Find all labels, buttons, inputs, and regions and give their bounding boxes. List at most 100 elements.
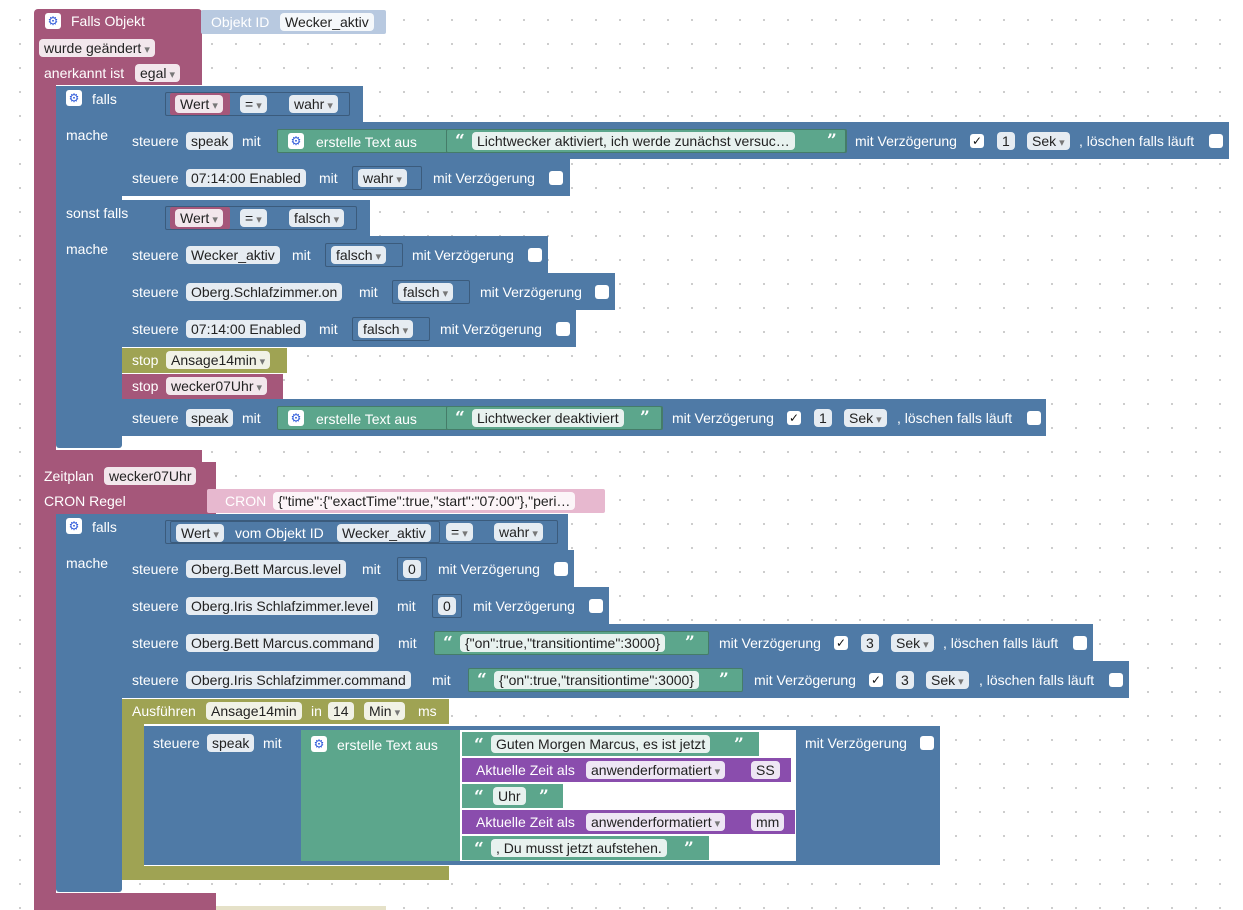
- value-dropdown[interactable]: Wert: [176, 524, 224, 542]
- schedule-dropdown[interactable]: wecker07Uhr: [166, 377, 268, 395]
- text-literal-block[interactable]: “ Uhr ”: [462, 784, 563, 808]
- number-field[interactable]: 0: [403, 560, 421, 578]
- checkbox-delay[interactable]: [528, 248, 542, 262]
- unit-dropdown[interactable]: Sek: [844, 409, 887, 427]
- number-block[interactable]: 0: [432, 594, 462, 618]
- checkbox-clear[interactable]: [1209, 134, 1223, 148]
- bool-dropdown[interactable]: wahr: [289, 95, 338, 113]
- text-field[interactable]: Guten Morgen Marcus, es ist jetzt: [491, 735, 711, 753]
- bool-block[interactable]: wahr: [352, 166, 422, 190]
- object-id-field[interactable]: Wecker_aktiv: [280, 13, 374, 31]
- target-field[interactable]: speak: [207, 734, 255, 752]
- bool-dropdown[interactable]: falsch: [331, 246, 387, 264]
- checkbox-delay[interactable]: [589, 599, 603, 613]
- text-join-block[interactable]: ⚙ erstelle Text aus “ Lichtwecker deakti…: [277, 406, 663, 430]
- target-field[interactable]: 07:14:00 Enabled: [186, 169, 306, 187]
- target-field[interactable]: Oberg.Bett Marcus.level: [186, 560, 347, 578]
- object-id-block[interactable]: Objekt ID Wecker_aktiv: [201, 10, 386, 34]
- checkbox-delay[interactable]: ✓: [834, 636, 848, 650]
- checkbox-delay[interactable]: [920, 736, 934, 750]
- value-dropdown[interactable]: Wert: [175, 95, 223, 113]
- text-literal-block[interactable]: “ {"on":true,"transitiontime":3000} ”: [468, 668, 743, 692]
- control-block[interactable]: steuere 07:14:00 Enabled mit falsch mit …: [122, 310, 576, 347]
- text-field[interactable]: {"on":true,"transitiontime":3000}: [494, 671, 699, 689]
- target-field[interactable]: 07:14:00 Enabled: [186, 320, 306, 338]
- text-field[interactable]: {"on":true,"transitiontime":3000}: [460, 634, 665, 652]
- bool-dropdown[interactable]: falsch: [358, 320, 414, 338]
- control-block[interactable]: steuere Oberg.Iris Schlafzimmer.command …: [122, 661, 1129, 698]
- delay-field[interactable]: 1: [814, 409, 832, 427]
- control-block[interactable]: steuere Wecker_aktiv mit falsch mit Verz…: [122, 236, 548, 273]
- target-field[interactable]: speak: [186, 132, 234, 150]
- text-join-block[interactable]: ⚙ erstelle Text aus “ Lichtwecker aktivi…: [277, 129, 847, 153]
- current-time-block[interactable]: Aktuelle Zeit als anwenderformatiert SS: [462, 758, 791, 782]
- time-pattern-field[interactable]: SS: [751, 761, 780, 779]
- operator-dropdown[interactable]: =: [240, 209, 267, 227]
- control-block[interactable]: steuere 07:14:00 Enabled mit wahr mit Ve…: [122, 159, 570, 196]
- checkbox-delay[interactable]: [549, 171, 563, 185]
- target-field[interactable]: Oberg.Iris Schlafzimmer.command: [186, 671, 411, 689]
- checkbox-delay[interactable]: ✓: [787, 411, 801, 425]
- gear-icon[interactable]: ⚙: [288, 410, 304, 426]
- target-field[interactable]: Oberg.Iris Schlafzimmer.level: [186, 597, 379, 615]
- time-format-dropdown[interactable]: anwenderformatiert: [586, 761, 726, 779]
- bool-block[interactable]: falsch: [325, 243, 403, 267]
- target-field[interactable]: Oberg.Bett Marcus.command: [186, 634, 379, 652]
- operator-dropdown[interactable]: =: [240, 95, 267, 113]
- gear-icon[interactable]: ⚙: [45, 13, 61, 29]
- value-block[interactable]: Wert: [170, 207, 230, 229]
- control-block[interactable]: steuere Oberg.Bett Marcus.command mit “ …: [122, 624, 1093, 661]
- timeout-value-field[interactable]: 14: [328, 702, 354, 720]
- unit-dropdown[interactable]: Sek: [1027, 132, 1070, 150]
- text-field[interactable]: Lichtwecker deaktiviert: [472, 409, 624, 427]
- current-time-block[interactable]: Aktuelle Zeit als anwenderformatiert mm: [462, 810, 795, 834]
- checkbox-clear[interactable]: [1109, 673, 1123, 687]
- text-field[interactable]: , Du musst jetzt aufstehen.: [491, 839, 667, 857]
- text-literal-block[interactable]: “ {"on":true,"transitiontime":3000} ”: [434, 631, 709, 655]
- checkbox-delay[interactable]: [595, 285, 609, 299]
- bool-dropdown[interactable]: falsch: [398, 283, 454, 301]
- bool-block[interactable]: falsch: [392, 280, 470, 304]
- timeout-name-field[interactable]: Ansage14min: [206, 702, 302, 720]
- checkbox-clear[interactable]: [1073, 636, 1087, 650]
- object-id-field[interactable]: Wecker_aktiv: [337, 524, 431, 542]
- value-block[interactable]: Wert: [170, 93, 230, 115]
- checkbox-delay[interactable]: [554, 562, 568, 576]
- control-block[interactable]: steuere Oberg.Schlafzimmer.on mit falsch…: [122, 273, 615, 310]
- gear-icon[interactable]: ⚙: [311, 736, 327, 752]
- control-block[interactable]: steuere Oberg.Iris Schlafzimmer.level mi…: [122, 587, 609, 624]
- target-field[interactable]: speak: [186, 409, 234, 427]
- delay-field[interactable]: 1: [997, 132, 1015, 150]
- text-literal-block[interactable]: “ , Du musst jetzt aufstehen. ”: [462, 836, 709, 860]
- text-field[interactable]: Uhr: [493, 787, 526, 805]
- text-literal-block[interactable]: “ Lichtwecker deaktiviert ”: [446, 406, 662, 430]
- timeout-dropdown[interactable]: Ansage14min: [166, 351, 271, 369]
- condition-block[interactable]: Wert = falsch: [165, 206, 357, 230]
- value-of-object-block[interactable]: Wert vom Objekt ID Wecker_aktiv: [170, 521, 440, 543]
- if-block-1[interactable]: [56, 86, 122, 448]
- condition-block[interactable]: Wert vom Objekt ID Wecker_aktiv = wahr: [165, 520, 558, 544]
- ack-dropdown[interactable]: egal: [135, 64, 181, 82]
- value-dropdown[interactable]: Wert: [175, 209, 223, 227]
- control-block[interactable]: steuere Oberg.Bett Marcus.level mit 0 mi…: [122, 550, 574, 587]
- stop-schedule-block[interactable]: stop wecker07Uhr: [122, 374, 283, 399]
- if-block-2[interactable]: [56, 514, 122, 892]
- bool-dropdown[interactable]: falsch: [289, 209, 345, 227]
- schedule-name-field[interactable]: wecker07Uhr: [104, 467, 197, 485]
- unit-dropdown[interactable]: Sek: [926, 671, 969, 689]
- text-join-block[interactable]: ⚙ erstelle Text aus: [301, 730, 460, 861]
- number-block[interactable]: 0: [397, 557, 427, 581]
- number-field[interactable]: 0: [438, 597, 456, 615]
- gear-icon[interactable]: ⚙: [288, 133, 304, 149]
- gear-icon[interactable]: ⚙: [66, 518, 82, 534]
- checkbox-clear[interactable]: [1027, 411, 1041, 425]
- unit-dropdown[interactable]: Sek: [891, 634, 934, 652]
- target-field[interactable]: Oberg.Schlafzimmer.on: [186, 283, 343, 301]
- control-block-speak[interactable]: steuere speak mit ⚙ erstelle Text aus “ …: [122, 399, 1046, 436]
- delay-field[interactable]: 3: [896, 671, 914, 689]
- gear-icon[interactable]: ⚙: [66, 90, 82, 106]
- timeout-unit-dropdown[interactable]: Min: [364, 702, 406, 720]
- checkbox-delay[interactable]: [556, 322, 570, 336]
- checkbox-delay[interactable]: ✓: [970, 134, 984, 148]
- time-pattern-field[interactable]: mm: [751, 813, 785, 831]
